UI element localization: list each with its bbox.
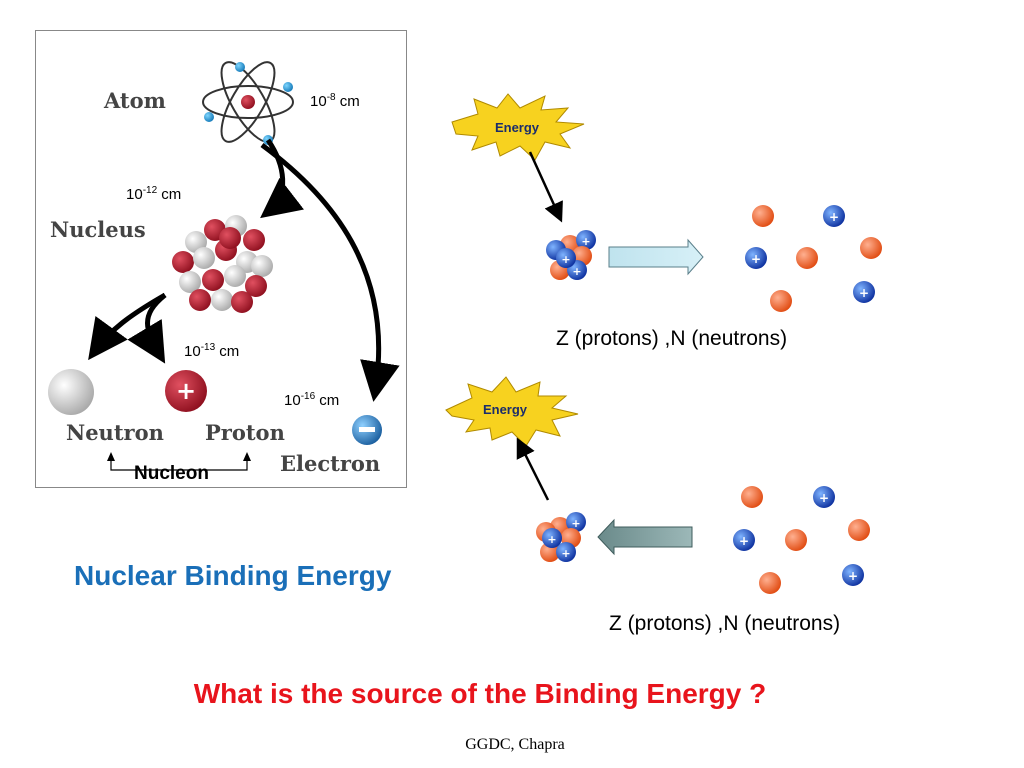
- nucleus-icon: [172, 215, 273, 313]
- energy-out-arrow: [516, 437, 550, 501]
- svg-text:+: +: [829, 210, 839, 224]
- svg-text:+: +: [751, 252, 761, 266]
- caption-bottom: Z (protons) ,N (neutrons): [609, 612, 841, 635]
- nucleus-size-label: 10-12 cm: [126, 185, 182, 203]
- svg-text:+: +: [581, 235, 590, 248]
- svg-text:+: +: [848, 569, 858, 583]
- nucleus-to-neutron-arrow: [88, 292, 167, 361]
- proton-icon: +: [165, 370, 207, 412]
- svg-text:+: +: [547, 533, 556, 546]
- energy-in-arrow: [528, 151, 563, 223]
- combination-arrow: [597, 518, 693, 556]
- nucleus-label: Nucleus: [50, 217, 146, 242]
- energy-label-bottom: Energy: [483, 402, 528, 417]
- neutron-label: Neutron: [66, 420, 164, 445]
- neutron-icon: [48, 369, 94, 415]
- atom-label: Atom: [104, 88, 166, 113]
- free-nucleons-top: + + +: [745, 205, 882, 312]
- atom-to-nucleus-arrow: [260, 138, 304, 219]
- svg-text:+: +: [561, 253, 570, 266]
- separation-arrow: [608, 238, 704, 276]
- nucleus-to-proton-arrow: [127, 293, 167, 364]
- atom-size-label: 10-8 cm: [310, 92, 360, 110]
- electron-label: Electron: [280, 451, 381, 476]
- free-nucleons-bottom: + + +: [733, 486, 870, 594]
- proton-label: Proton: [205, 420, 285, 445]
- svg-text:+: +: [561, 547, 570, 560]
- svg-text:+: +: [859, 286, 869, 300]
- electron-icon: [352, 415, 382, 445]
- question-text: What is the source of the Binding Energy…: [193, 678, 767, 709]
- caption-top: Z (protons) ,N (neutrons): [556, 327, 788, 350]
- svg-text:+: +: [571, 517, 580, 530]
- bound-nucleus-bottom: + + +: [536, 512, 586, 562]
- bound-nucleus-top: + + +: [546, 230, 596, 280]
- atom-icon: [202, 61, 294, 145]
- svg-text:+: +: [819, 491, 829, 505]
- nucleon-label: Nucleon: [134, 463, 209, 484]
- electron-size-label: 10-16 cm: [284, 391, 340, 409]
- atom-to-electron-arrow: [260, 142, 400, 402]
- nucleon-size-label: 10-13 cm: [184, 342, 240, 360]
- svg-text:+: +: [739, 534, 749, 548]
- energy-burst-top: [451, 93, 585, 161]
- slide-title: Nuclear Binding Energy: [74, 560, 392, 591]
- energy-label-top: Energy: [495, 120, 540, 135]
- svg-text:+: +: [176, 377, 196, 405]
- svg-text:+: +: [572, 265, 581, 278]
- footer-text: GGDC, Chapra: [465, 736, 565, 753]
- energy-burst-bottom: [445, 376, 579, 447]
- nucleon-bracket: [110, 458, 248, 471]
